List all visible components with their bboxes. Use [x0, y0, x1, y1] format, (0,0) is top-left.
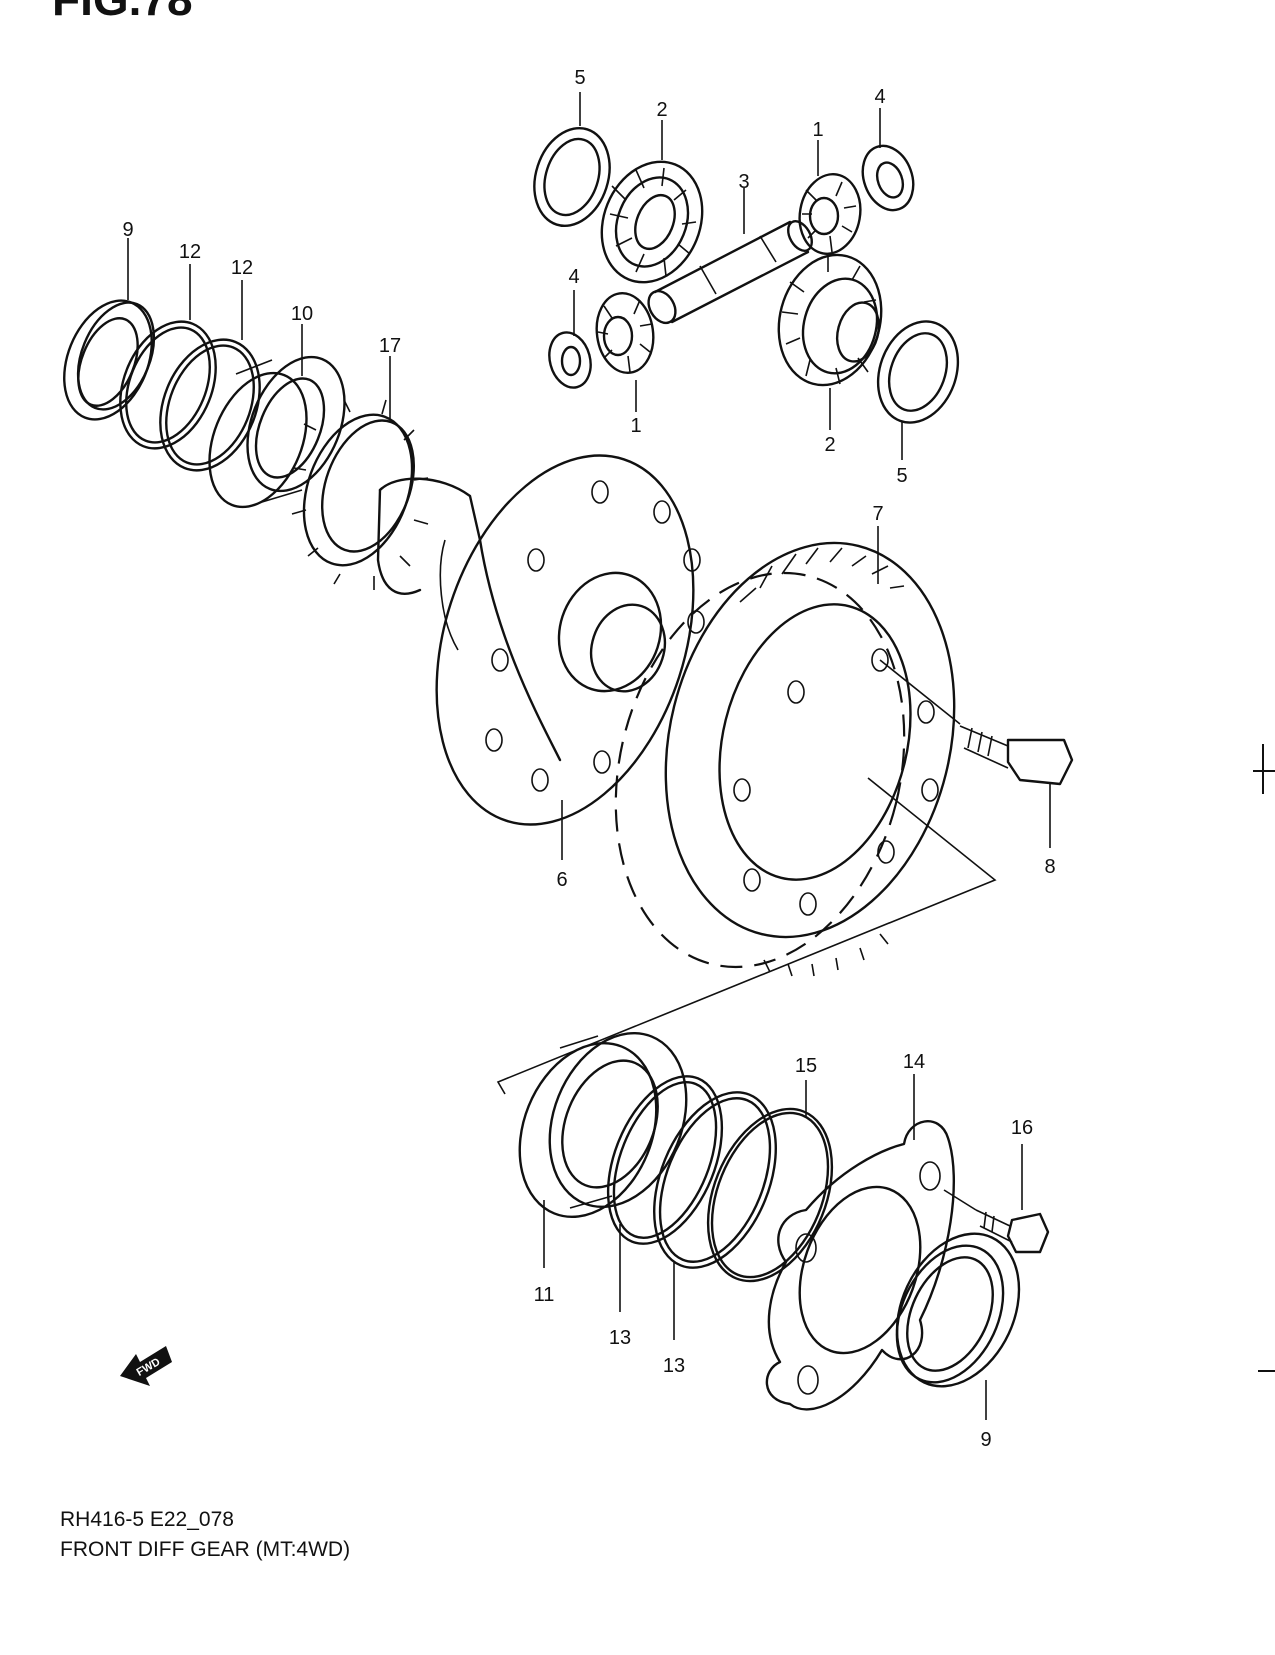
part-11-bearing-right [518, 1031, 688, 1219]
part-17-speedo-drive-gear [291, 399, 429, 590]
callout-5-lower: 5 [896, 465, 908, 487]
part-15-o-ring [706, 1107, 834, 1283]
part-12-shim-a [119, 320, 217, 450]
part-2-side-gear-lower [777, 253, 883, 387]
part-9-oil-seal-left [63, 299, 156, 421]
callout-3: 3 [738, 171, 750, 193]
callout-2-lower: 2 [824, 434, 836, 456]
edge-tick-bottom [1258, 1370, 1275, 1372]
part-3-pinion-shaft [647, 220, 813, 325]
callout-5-top: 5 [574, 67, 586, 89]
part-2-side-gear-upper [600, 160, 704, 284]
part-1-pinion-gear-upper [798, 173, 862, 255]
callout-17: 17 [378, 335, 402, 357]
callout-6: 6 [556, 869, 568, 891]
part-13-shim-b [653, 1091, 777, 1269]
callout-4-lower: 4 [568, 266, 580, 288]
part-13-shim-a [606, 1075, 724, 1245]
figure-label: FIG.78 [52, 0, 193, 26]
callout-1-top: 1 [812, 119, 824, 141]
part-5-thrust-washer-lower [876, 320, 960, 424]
callout-8: 8 [1044, 856, 1056, 878]
callout-2-top: 2 [656, 99, 668, 121]
edge-tick-top [1253, 770, 1275, 772]
callout-7: 7 [872, 503, 884, 525]
part-16-retainer-bolt [943, 1189, 1050, 1254]
part-1-pinion-gear-lower [595, 291, 655, 375]
callout-16: 16 [1010, 1117, 1034, 1139]
assembly-centerline [496, 777, 997, 1095]
callout-9-left: 9 [122, 219, 134, 241]
part-5-thrust-washer-upper [533, 126, 611, 228]
callout-12-a: 12 [178, 241, 202, 263]
callout-1-lower: 1 [630, 415, 642, 437]
callout-10: 10 [290, 303, 314, 325]
leader-lines [127, 92, 1051, 1420]
part-14-side-bearing-retainer [765, 1120, 956, 1411]
part-10-bearing-left [208, 355, 346, 509]
callout-11: 11 [533, 1284, 555, 1306]
edge-tick-vertical [1262, 744, 1264, 794]
callout-13-b: 13 [662, 1355, 686, 1377]
callout-14: 14 [902, 1051, 926, 1073]
callout-4-top: 4 [874, 86, 886, 108]
part-4-pinion-washer-lower [548, 331, 592, 389]
part-6-differential-case [376, 454, 705, 826]
callout-9-right: 9 [980, 1429, 992, 1451]
part-12-shim-b [159, 338, 261, 472]
callout-12-b: 12 [230, 257, 254, 279]
diagram-code: RH416-5 E22_078 [60, 1508, 234, 1531]
part-7-ring-gear [614, 541, 956, 977]
part-8-ring-gear-bolt [879, 659, 1074, 786]
callout-13-a: 13 [608, 1327, 632, 1349]
callout-15: 15 [794, 1055, 818, 1077]
part-4-pinion-washer-upper [861, 144, 915, 212]
fwd-arrow-icon: FWD [120, 1346, 172, 1386]
diagram-title: FRONT DIFF GEAR (MT:4WD) [60, 1538, 351, 1561]
part-9-oil-seal-right [895, 1232, 1021, 1388]
